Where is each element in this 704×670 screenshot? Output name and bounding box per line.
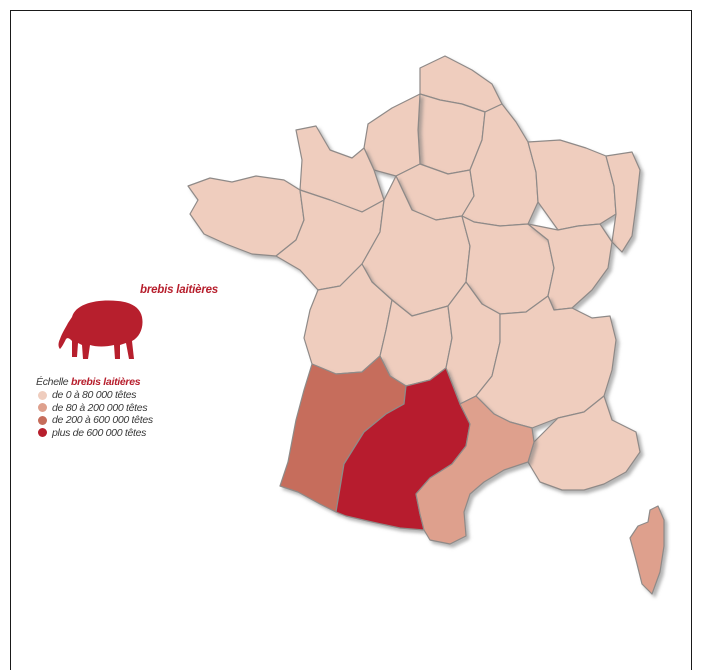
legend-label: plus de 600 000 têtes [52,426,147,439]
legend-label: de 0 à 80 000 têtes [52,389,137,402]
legend-swatch [38,390,47,400]
region-basse-normandie[interactable] [295,125,385,213]
legend-item: de 0 à 80 000 têtes [36,389,153,402]
legend-item: plus de 600 000 têtes [36,427,153,440]
region-alsace[interactable] [605,151,641,253]
legend-item: de 80 à 200 000 têtes [36,402,153,415]
legend-label: de 80 à 200 000 têtes [52,401,148,414]
region-bretagne[interactable] [187,175,305,257]
region-haute-normandie[interactable] [363,93,421,177]
region-corse[interactable] [629,505,665,595]
legend-label: de 200 à 600 000 têtes [52,414,153,427]
map-frame [10,10,692,670]
legend-swatch [38,428,47,438]
legend: Échelle brebis laitières de 0 à 80 000 t… [36,376,153,439]
map-title: brebis laitières [140,284,218,296]
region-lorraine[interactable] [527,139,617,231]
region-languedoc-roussillon[interactable] [415,395,535,545]
legend-title: Échelle brebis laitières [36,376,153,388]
region-franche-comte[interactable] [527,223,613,311]
sheep-icon [58,300,143,359]
legend-highlight: brebis laitières [70,376,141,388]
legend-swatch [38,415,47,425]
legend-prefix: Échelle [36,376,69,388]
legend-swatch [38,403,47,413]
legend-item: de 200 à 600 000 têtes [36,414,153,427]
